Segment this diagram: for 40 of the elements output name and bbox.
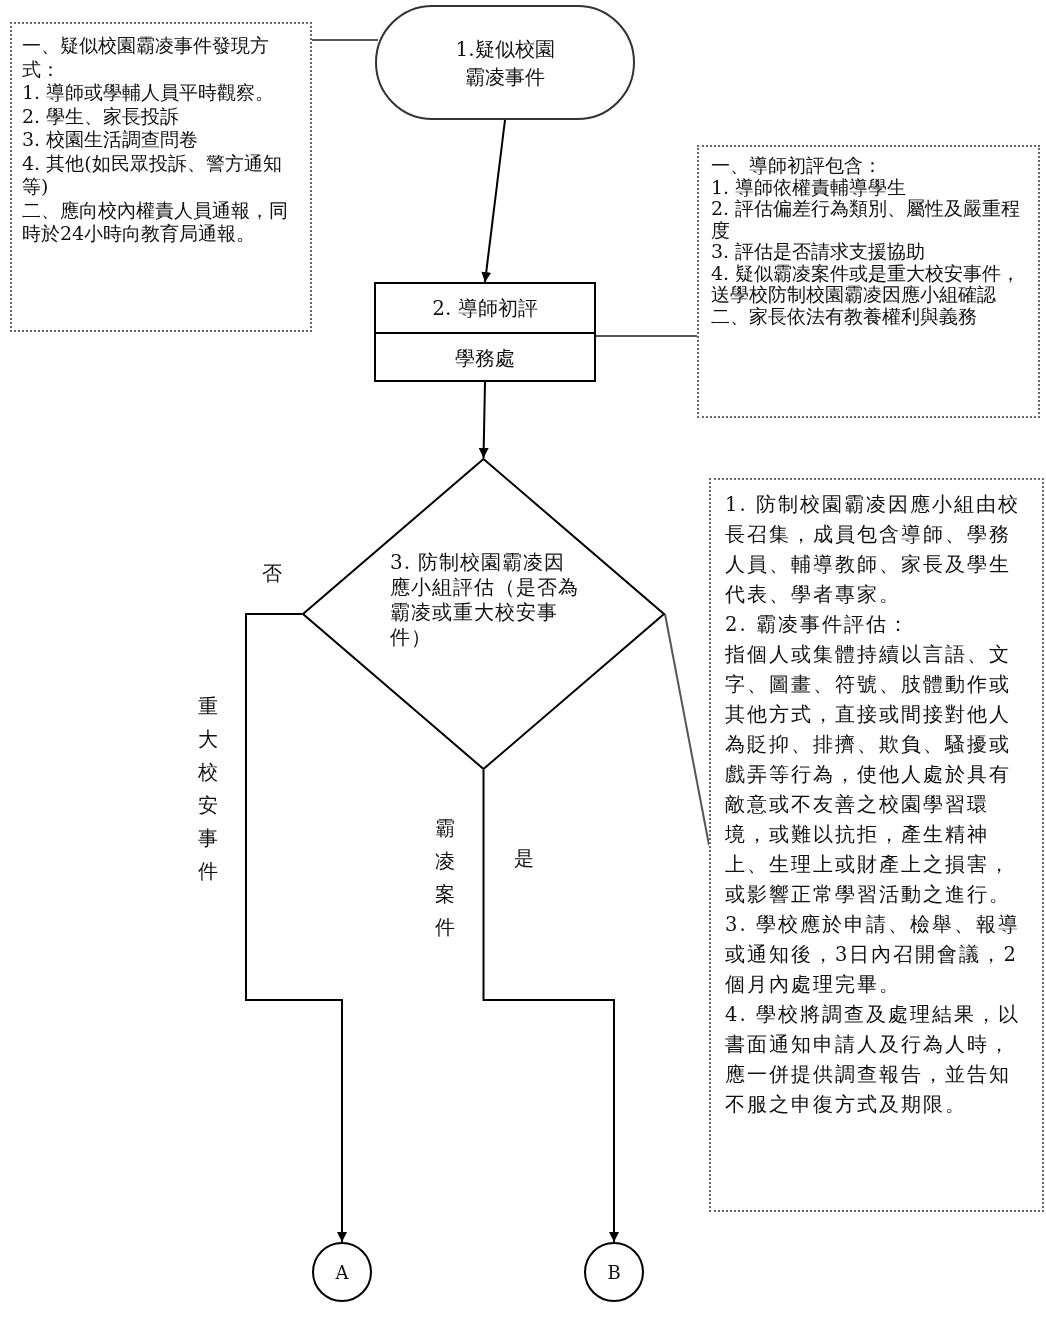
note-box <box>709 478 1044 1212</box>
connector-circle <box>312 1242 372 1302</box>
note-text: 2. 學生、家長投訴 <box>22 104 181 128</box>
arrow <box>245 613 347 1243</box>
note-text: 指個人或集體持續以言語、文字、圖畫、符號、肢體動作或其他方式，直接或間接對他人為貶抑、排擠、欺負、騷擾或戲弄等行為，使他人處於具有敵意或不友善之校園學習環境，或難以抗拒，產生精神上、生理上或財產上之損害，或影響正常學習活動之進行。 <box>725 642 1012 908</box>
note-text: 4. 學校將調查及處理結果，以書面通知申請人及行為人時，應一併提供調查報告，並告知不服之申復方式及期限。 <box>725 1002 1021 1118</box>
process-department: 學務處 <box>376 332 594 382</box>
note-text: 4. 疑似霸凌案件或是重大校安事件，送學校防制校園霸凌因應小組確認 <box>711 262 1022 306</box>
note-text: 2. 評估偏差行為類別、屬性及嚴重程度 <box>711 198 1022 241</box>
note-text: 二、應向校內權責人員通報，同時於24小時向教育局通報。 <box>22 198 289 246</box>
decision-diamond <box>302 458 665 770</box>
branch-label: 重大校安事件 <box>197 693 219 885</box>
note-box <box>697 145 1040 418</box>
note-text: 4. 其他(如民眾投訴、警方通知等) <box>22 151 283 199</box>
arrow <box>478 381 489 459</box>
connector-line <box>664 613 710 846</box>
note-text: 3. 學校應於申請、檢舉、報導或通知後，3日內召開會議，2個月內處理完畢。 <box>725 912 1021 998</box>
connector-circle <box>584 1242 644 1302</box>
note-text: 一、導師初評包含： <box>711 155 883 177</box>
note-box <box>10 22 312 332</box>
note-text: 2. 霸凌事件評估： <box>725 612 911 638</box>
connector-letter: A <box>335 1261 349 1283</box>
arrow <box>482 769 619 1243</box>
process-box <box>374 282 596 382</box>
connector-line <box>311 39 379 41</box>
branch-label: 霸凌案件 <box>434 815 456 941</box>
note-text: 3. 校園生活調查問卷 <box>22 128 200 152</box>
terminal-text: 1.疑似校園霸凌事件 <box>454 35 556 91</box>
note-text: 1. 防制校園霸凌因應小組由校長召集，成員包含導師、學務人員、輔導教師、家長及學生代表、學者專家。 <box>725 492 1021 608</box>
start-terminal <box>375 5 635 120</box>
note-text: 3. 評估是否請求支援協助 <box>711 241 927 263</box>
note-text: 1. 導師依權責輔導學生 <box>711 176 908 198</box>
decision-text: 3. 防制校園霸凌因應小組評估（是否為霸凌或重大校安事件） <box>390 550 580 650</box>
connector-line <box>595 335 698 337</box>
note-text: 二、家長依法有教養權利與義務 <box>711 305 978 327</box>
note-text: 一、疑似校園霸凌事件發現方式： <box>22 34 270 81</box>
arrow <box>481 119 506 283</box>
process-title: 2. 導師初評 <box>431 295 539 322</box>
note-text: 1. 導師或學輔人員平時觀察。 <box>22 81 276 105</box>
connector-letter: B <box>607 1261 621 1283</box>
